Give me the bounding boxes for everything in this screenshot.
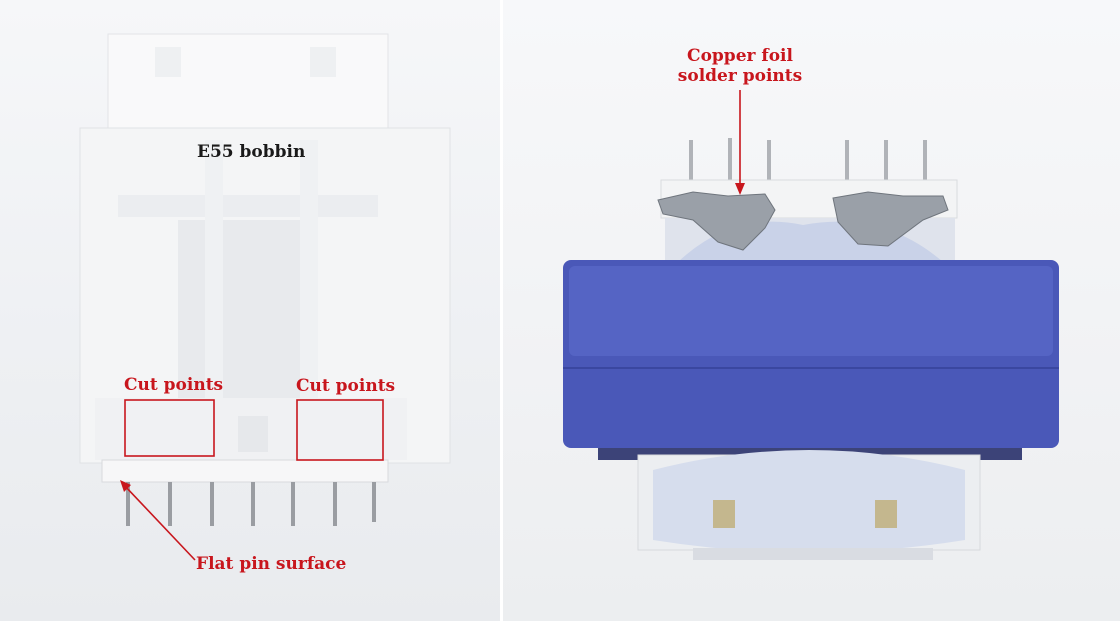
bobbin-rib-left: [205, 140, 223, 440]
pin: [168, 482, 172, 526]
pin: [333, 482, 337, 526]
flat-pin-surface-label: Flat pin surface: [196, 554, 347, 574]
panel-divider: [500, 0, 503, 621]
bobbin-illustration: [79, 33, 451, 561]
transformer-photo-panel: Copper foil solder points: [503, 0, 1120, 621]
solder-points-arrowhead: [735, 183, 745, 195]
pin: [689, 140, 693, 185]
bobbin-crossbar: [118, 195, 378, 217]
bobbin-title: E55 bobbin: [197, 142, 306, 162]
pin-surface-arrowhead: [120, 480, 131, 492]
pin-surface-arrow: [123, 484, 196, 561]
solder-label-line2: solder points: [677, 66, 803, 86]
cut-points-label-right: Cut points: [296, 376, 396, 396]
bobbin-rib-right: [300, 140, 318, 440]
pin: [884, 140, 888, 185]
cut-points-box-right: [296, 399, 384, 461]
bobbin-window: [178, 220, 318, 400]
pin: [291, 482, 295, 526]
pin: [845, 140, 849, 185]
transformer-illustration: [563, 90, 1059, 560]
lower-bobbin-base: [693, 548, 933, 560]
pin: [767, 140, 771, 185]
solder-label-line1: Copper foil: [687, 46, 793, 66]
transformer-core-highlight: [569, 266, 1053, 356]
bobbin-top-slot-left: [155, 47, 181, 77]
pin: [728, 138, 732, 185]
transformer-pins: [689, 138, 927, 185]
cut-points-label-left: Cut points: [124, 375, 224, 395]
solder-point-left: [657, 191, 776, 251]
bobbin-base-slot: [238, 416, 268, 452]
bobbin-top-flange: [107, 33, 389, 135]
lower-winding: [653, 450, 965, 553]
lower-copper-foil-left: [713, 500, 735, 528]
solder-point-right: [832, 191, 949, 247]
bobbin-top-slot-right: [310, 47, 336, 77]
pin: [210, 482, 214, 526]
pin: [251, 482, 255, 526]
pin: [923, 140, 927, 185]
bobbin-pins: [126, 482, 376, 526]
bobbin-photo-panel: E55 bobbin Cut points Cut points Flat pi…: [0, 0, 500, 621]
cut-points-box-left: [124, 399, 215, 457]
pin-strip: [101, 459, 389, 483]
pin: [372, 482, 376, 522]
lower-copper-foil-right: [875, 500, 897, 528]
pin: [126, 482, 130, 526]
